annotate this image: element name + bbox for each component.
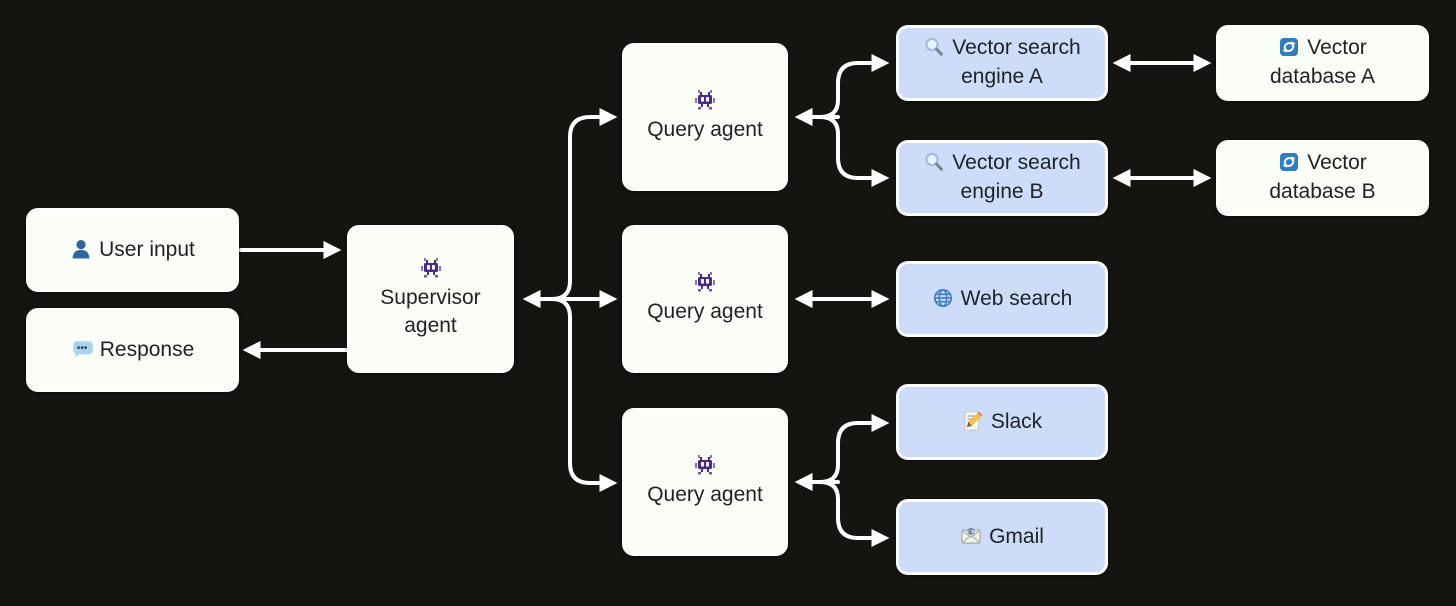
sync-arrows-icon <box>1279 151 1300 173</box>
node-gmail: Gmail <box>896 499 1108 575</box>
node-label: Query agent <box>647 482 763 506</box>
node-label: Vector database B <box>1269 151 1376 203</box>
node-query-agent-1: Query agent <box>622 43 788 191</box>
node-label: Vector database A <box>1269 36 1376 88</box>
node-vector-search-engine-a: Vector search engine A <box>896 25 1108 101</box>
node-label: Slack <box>990 409 1043 433</box>
robot-icon <box>695 271 715 292</box>
magnifier-icon <box>925 152 944 171</box>
edge-supervisor-to-query-agent-1 <box>550 108 618 301</box>
speech-bubble-icon <box>72 340 93 358</box>
node-label: User input <box>99 237 195 261</box>
edge-query-agent-3-to-slack <box>818 414 890 484</box>
node-label: Query agent <box>647 117 763 141</box>
node-web-search: Web search <box>896 261 1108 337</box>
robot-icon <box>695 89 715 110</box>
node-label: Supervisor agent <box>380 285 481 337</box>
memo-icon <box>964 410 984 431</box>
person-icon <box>72 239 90 259</box>
sync-arrows-icon <box>1279 36 1300 58</box>
globe-icon <box>933 288 952 307</box>
edge-query-agent-1-to-engine-b <box>818 115 890 187</box>
node-label: Gmail <box>989 524 1044 548</box>
node-user-input: User input <box>26 208 239 292</box>
email-icon <box>961 527 981 544</box>
node-vector-search-engine-b: Vector search engine B <box>896 140 1108 216</box>
node-vector-database-a: Vector database A <box>1216 25 1429 101</box>
robot-icon <box>695 454 715 475</box>
edge-query-agent-3-to-gmail <box>818 480 890 547</box>
node-label: Vector search engine B <box>952 151 1081 203</box>
magnifier-icon <box>925 37 944 56</box>
node-label: Vector search engine A <box>952 36 1081 88</box>
node-slack: Slack <box>896 384 1108 460</box>
edge-query-agent-1-to-engine-a <box>818 54 890 119</box>
edge-supervisor-to-query-agent-3 <box>550 297 618 492</box>
robot-icon <box>420 257 441 278</box>
node-query-agent-3: Query agent <box>622 408 788 556</box>
node-label: Response <box>99 337 195 361</box>
node-response: Response <box>26 308 239 392</box>
node-label: Web search <box>960 286 1073 310</box>
node-vector-database-b: Vector database B <box>1216 140 1429 216</box>
node-label: Query agent <box>647 299 763 323</box>
node-query-agent-2: Query agent <box>622 225 788 373</box>
node-supervisor-agent: Supervisor agent <box>347 225 514 373</box>
